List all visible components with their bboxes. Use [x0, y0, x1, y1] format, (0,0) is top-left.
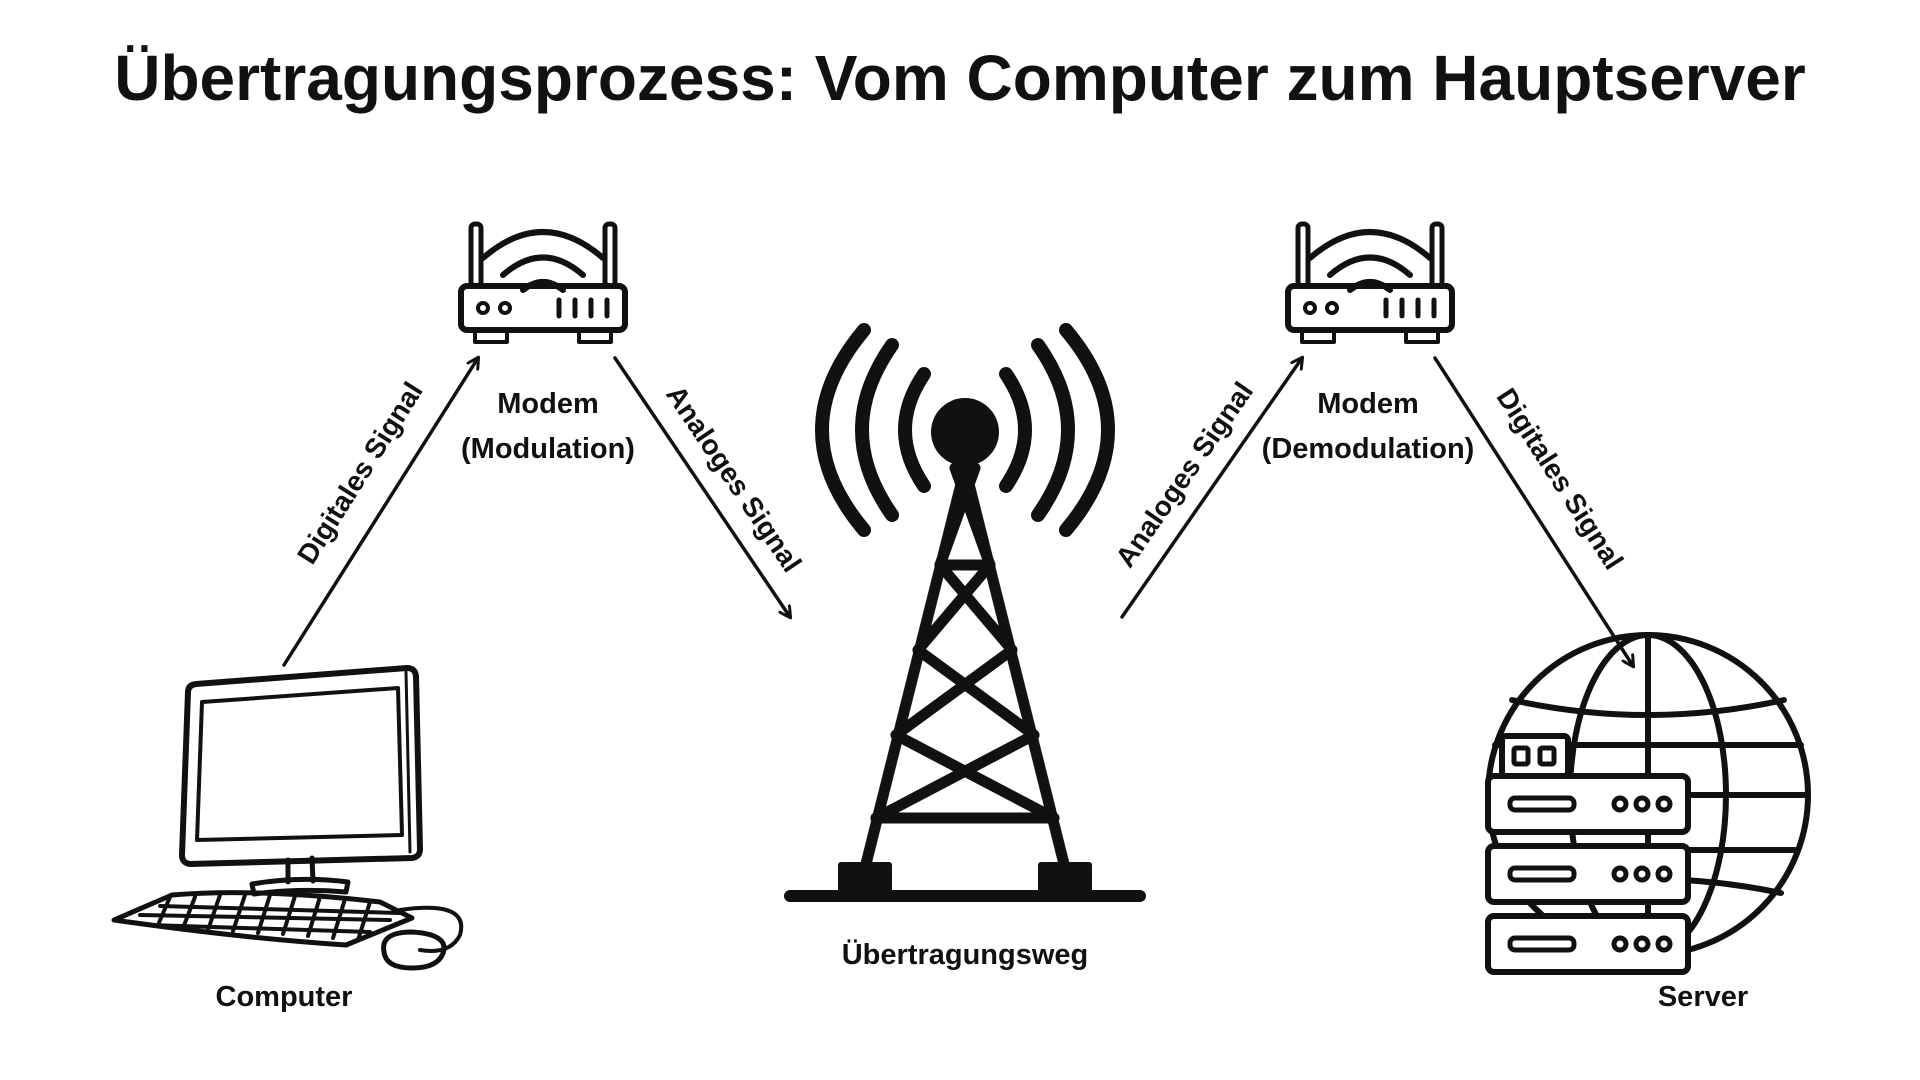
server-globe-icon: [1485, 632, 1811, 975]
arrow-modem-to-tower: [613, 356, 790, 617]
diagram-title: Übertragungsprozess: Vom Computer zum Ha…: [114, 42, 1806, 114]
modem-right-sublabel: (Demodulation): [1262, 433, 1475, 465]
modem-right-label: Modem: [1317, 388, 1419, 420]
modem-left-label: Modem: [497, 388, 599, 420]
router-icon: [458, 221, 628, 344]
edge-label-analog-left: Analoges Signal: [660, 380, 808, 578]
computer-icon: [111, 665, 464, 971]
arrow-tower-to-modem: [1120, 358, 1302, 619]
computer-label: Computer: [216, 981, 353, 1013]
arrow-modem-to-server: [1433, 356, 1633, 666]
edge-label-digital-left: Digitales Signal: [291, 377, 429, 570]
radio-tower-icon: [784, 323, 1146, 902]
edge-label-analog-right: Analoges Signal: [1109, 376, 1259, 573]
arrow-computer-to-modem: [282, 358, 478, 667]
modem-left-sublabel: (Modulation): [461, 433, 635, 465]
server-label: Server: [1658, 981, 1748, 1013]
router-icon: [1285, 221, 1455, 344]
tower-label: Übertragungsweg: [842, 938, 1089, 971]
